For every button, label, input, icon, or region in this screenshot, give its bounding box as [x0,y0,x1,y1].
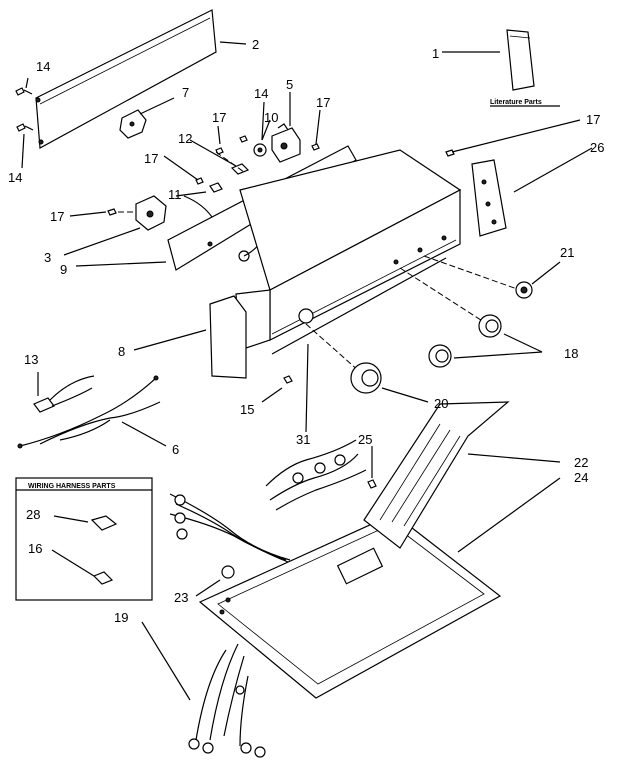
label-10: 10 [264,110,278,125]
label-31: 31 [296,432,310,447]
label-18: 18 [564,346,578,361]
bracket-part-7 [119,109,147,139]
label-19: 19 [114,610,128,625]
leader-lines [21,41,593,701]
wire-harness-part-19 [188,643,266,758]
label-16: 16 [28,541,42,556]
label-17c: 17 [586,112,600,127]
label-26: 26 [590,140,604,155]
switch-part-5 [271,123,301,163]
knob-part-21 [515,281,533,299]
lint-duct-part-22 [363,401,510,549]
label-8: 8 [118,344,125,359]
label-23: 23 [174,590,188,605]
wiring-harness-box: WIRING HARNESS PARTS [15,477,153,601]
label-12: 12 [178,131,192,146]
label-5: 5 [286,77,293,92]
label-15: 15 [240,402,254,417]
label-9: 9 [60,262,67,277]
label-17a: 17 [212,110,226,125]
screw-part-25 [367,479,377,489]
label-25: 25 [358,432,372,447]
screw-part-15 [283,375,293,384]
bracket-part-3 [135,195,167,231]
label-17e: 17 [50,209,64,224]
harness-box-title: WIRING HARNESS PARTS [28,483,116,490]
label-14b: 14 [8,170,22,185]
knob-part-20 [350,362,382,394]
label-7: 7 [182,85,189,100]
literature-caption: Literature Parts [490,99,542,106]
literature-part-1 [506,29,535,91]
label-6: 6 [172,442,179,457]
top-panel-part-24 [198,513,502,699]
label-13: 13 [24,352,38,367]
label-17d: 17 [144,151,158,166]
label-28: 28 [26,507,40,522]
label-11: 11 [168,187,182,202]
label-1: 1 [432,46,439,61]
harness-part-6 [17,375,161,449]
label-20: 20 [434,396,448,411]
harness-part-13 [33,375,95,413]
end-cap-part-8 [209,295,247,379]
label-24: 24 [574,470,588,485]
label-21: 21 [560,245,574,260]
wire-harness-main [169,439,367,563]
screws-part-17 [107,135,455,216]
timer-part-10 [253,143,267,157]
part-labels: 2 14 14 1 7 14 5 17 10 17 12 17 26 17 11… [8,37,604,625]
label-14a: 14 [36,59,50,74]
label-2: 2 [252,37,259,52]
screw-part-14 [15,87,34,132]
label-22: 22 [574,455,588,470]
trim-strip-part-31 [271,257,447,355]
knob-part-18 [428,314,502,368]
clip-part-11 [209,182,223,193]
label-14c: 14 [254,86,268,101]
label-3: 3 [44,250,51,265]
rear-panel-part-2 [35,9,217,149]
end-panel-part-26 [471,159,507,237]
label-17b: 17 [316,95,330,110]
